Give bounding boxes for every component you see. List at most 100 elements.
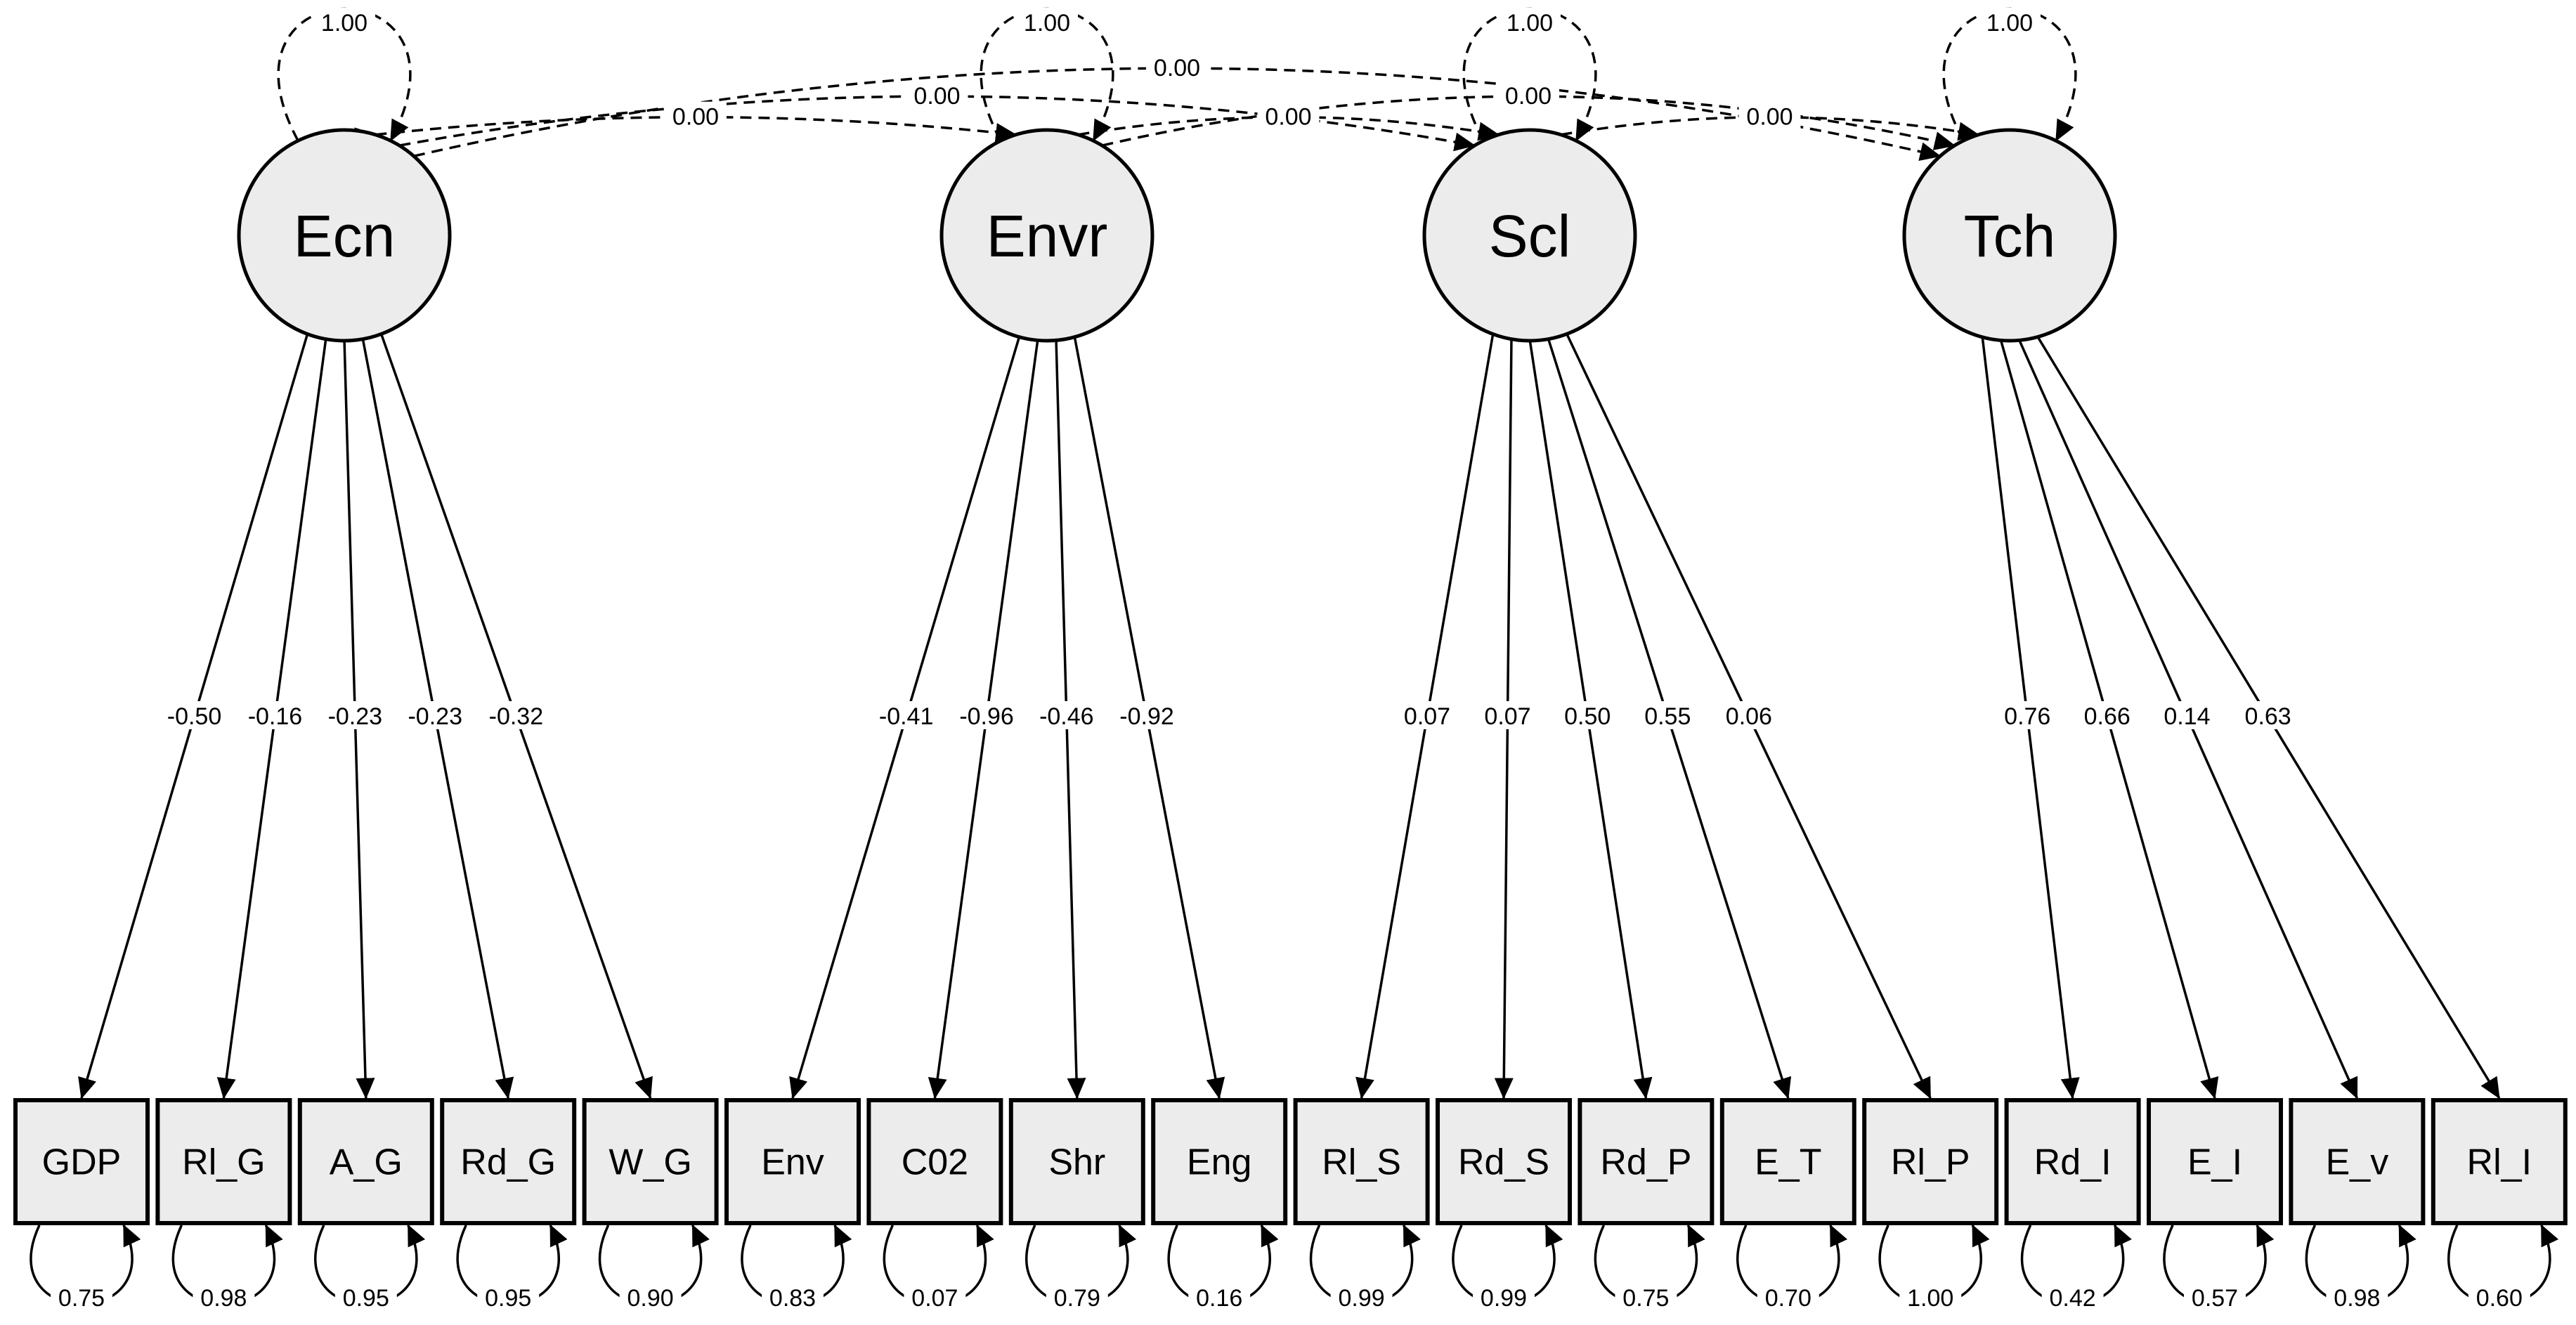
residual-label-rd-i-bg <box>2041 1283 2104 1311</box>
residual-label-rd-p-text: 0.75 <box>1622 1285 1669 1312</box>
variance-label-tch: 1.00 <box>1979 8 2041 37</box>
latent-node-tch: Tch <box>1902 128 2117 343</box>
observed-label-eng: Eng <box>1187 1142 1252 1183</box>
loading-label-rl-i-text: 0.63 <box>2245 703 2291 730</box>
residual-label-c02-bg <box>904 1283 966 1311</box>
loading-label-eng: -0.92 <box>1109 701 1185 730</box>
loading-label-rd-g-text: -0.23 <box>408 703 462 730</box>
observed-box-e-t <box>1719 1098 1856 1225</box>
observed-label-env: Env <box>761 1142 824 1183</box>
observed-box-rl-i <box>2431 1098 2568 1225</box>
latent-label-ecn: Ecn <box>294 203 396 269</box>
latent-node-ecn: Ecn <box>237 128 452 343</box>
observed-box-rl-s <box>1293 1098 1430 1225</box>
covariance-label-ecn-scl-bg <box>906 81 968 110</box>
loading-label-w-g-bg <box>478 701 554 729</box>
residual-label-c02: 0.07 <box>904 1283 966 1312</box>
observed-box-gdp <box>13 1098 150 1225</box>
loading-label-rd-g-bg <box>397 701 473 729</box>
variance-label-ecn-bg <box>313 8 375 36</box>
covariance-label-ecn-envr-text: 0.00 <box>672 104 719 131</box>
covariance-label-envr-scl-text: 0.00 <box>1265 104 1311 131</box>
residual-label-a-g-text: 0.95 <box>343 1285 389 1312</box>
observed-label-rd-g: Rd_G <box>460 1142 556 1183</box>
loading-label-shr: -0.46 <box>1029 701 1105 730</box>
observed-node-w-g: W_G <box>582 1098 719 1225</box>
variance-label-scl-text: 1.00 <box>1507 10 1553 37</box>
residual-label-e-v-bg <box>2326 1283 2388 1311</box>
covariance-label-ecn-tch-bg <box>1146 53 1208 81</box>
observed-label-rl-i: Rl_I <box>2467 1142 2532 1183</box>
loading-label-rl-p-bg <box>1717 701 1780 729</box>
residual-label-gdp: 0.75 <box>51 1283 112 1312</box>
residual-label-rl-p-bg <box>1899 1283 1962 1311</box>
loading-label-gdp: -0.50 <box>157 701 233 730</box>
observed-node-gdp: GDP <box>13 1098 150 1225</box>
observed-label-rd-i: Rd_I <box>2034 1142 2112 1183</box>
residual-label-eng-text: 0.16 <box>1196 1285 1242 1312</box>
loading-label-rl-g-text: -0.16 <box>248 703 303 730</box>
observed-node-shr: Shr <box>1008 1098 1145 1225</box>
covariance-label-envr-tch-text: 0.00 <box>1505 83 1552 110</box>
observed-node-rd-g: Rd_G <box>440 1098 577 1225</box>
observed-node-rd-s: Rd_S <box>1436 1098 1572 1225</box>
covariance-label-ecn-scl: 0.00 <box>906 81 968 110</box>
loading-label-rd-s-bg <box>1476 701 1539 729</box>
value-labels: 0.00 0.00 0.00 0.00 0.00 0.00 1.00 1.00 1.00 1.00… <box>51 8 2530 1312</box>
loading-label-rl-s-bg <box>1396 701 1459 729</box>
loading-label-rd-s: 0.07 <box>1476 701 1539 730</box>
covariance-label-envr-scl-bg <box>1257 101 1320 130</box>
observed-node-rl-i: Rl_I <box>2431 1098 2568 1225</box>
residual-label-rd-g-bg <box>477 1283 540 1311</box>
residual-label-env: 0.83 <box>762 1283 824 1312</box>
residual-label-shr-bg <box>1046 1283 1108 1311</box>
residual-label-rd-g-text: 0.95 <box>485 1285 531 1312</box>
residual-label-a-g-bg <box>334 1283 397 1311</box>
observed-node-c02: C02 <box>866 1098 1003 1225</box>
observed-box-eng <box>1151 1098 1288 1225</box>
observed-node-eng: Eng <box>1151 1098 1288 1225</box>
residual-label-rl-g-bg <box>193 1283 255 1311</box>
loading-label-c02: -0.96 <box>949 701 1024 730</box>
loading-label-w-g: -0.32 <box>478 701 554 730</box>
observed-node-rd-p: Rd_P <box>1578 1098 1715 1225</box>
residual-label-e-i-bg <box>2184 1283 2246 1311</box>
variance-label-envr-text: 1.00 <box>1024 10 1070 37</box>
loading-label-c02-bg <box>949 701 1024 729</box>
observed-node-rd-i: Rd_I <box>2004 1098 2141 1225</box>
observed-label-a-g: A_G <box>330 1142 403 1183</box>
residual-label-rl-s-text: 0.99 <box>1339 1285 1385 1312</box>
loading-label-rl-g-bg <box>237 701 313 729</box>
residual-label-rl-p: 1.00 <box>1899 1283 1962 1312</box>
residual-label-rl-s: 0.99 <box>1330 1283 1393 1312</box>
loading-label-e-i-bg <box>2076 701 2138 729</box>
variance-label-ecn-text: 1.00 <box>321 10 367 37</box>
covariance-label-scl-tch-bg <box>1738 101 1801 130</box>
latent-node-scl: Scl <box>1422 128 1637 343</box>
observed-box-rl-p <box>1862 1098 1999 1225</box>
residual-label-rd-i-text: 0.42 <box>2050 1285 2096 1312</box>
loading-label-e-i: 0.66 <box>2076 701 2138 730</box>
covariance-label-ecn-scl-text: 0.00 <box>913 83 960 110</box>
observed-box-rd-g <box>440 1098 577 1225</box>
covariance-label-envr-tch: 0.00 <box>1497 81 1559 110</box>
latent-circle-envr <box>939 128 1154 343</box>
residual-label-w-g-text: 0.90 <box>627 1285 674 1312</box>
residual-label-rd-g: 0.95 <box>477 1283 540 1312</box>
residual-label-e-i-text: 0.57 <box>2192 1285 2238 1312</box>
observed-box-a-g <box>297 1098 434 1225</box>
observed-label-c02: C02 <box>902 1142 968 1183</box>
residual-label-eng-bg <box>1188 1283 1251 1311</box>
loading-label-rd-g: -0.23 <box>397 701 473 730</box>
loading-label-e-v: 0.14 <box>2156 701 2218 730</box>
covariance-label-scl-tch-text: 0.00 <box>1746 104 1793 131</box>
covariance-label-ecn-tch: 0.00 <box>1146 53 1208 81</box>
latent-label-tch: Tch <box>1964 203 2056 269</box>
residual-label-eng: 0.16 <box>1188 1283 1251 1312</box>
residual-label-e-t: 0.70 <box>1757 1283 1819 1312</box>
variance-label-scl: 1.00 <box>1499 8 1561 37</box>
observed-box-rd-i <box>2004 1098 2141 1225</box>
observed-label-e-i: E_I <box>2187 1142 2242 1183</box>
loading-label-rd-p-bg <box>1556 701 1619 729</box>
